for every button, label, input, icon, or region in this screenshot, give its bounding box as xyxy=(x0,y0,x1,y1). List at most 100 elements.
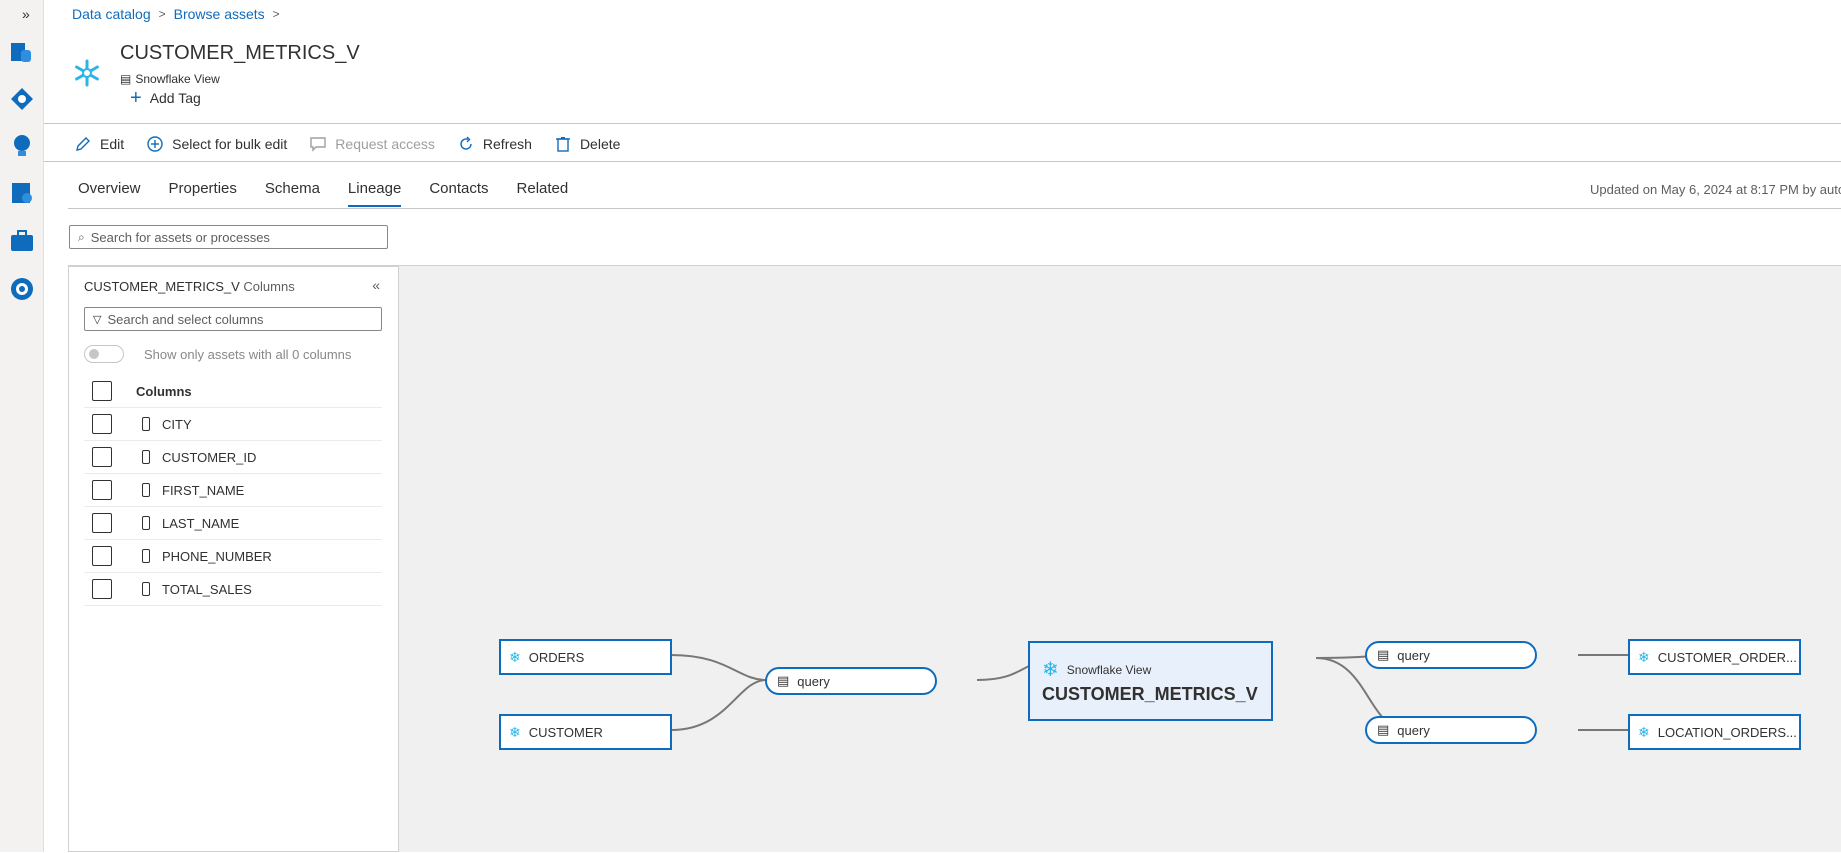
data-catalog-icon[interactable] xyxy=(9,86,35,112)
column-name: CITY xyxy=(162,416,192,432)
columns-header-row: Columns xyxy=(84,375,382,408)
column-icon xyxy=(142,549,150,563)
node-label: CUSTOMER xyxy=(528,724,603,740)
search-icon: ⌕ xyxy=(78,229,85,244)
page-title: CUSTOMER_METRICS_V xyxy=(120,42,360,64)
request-access-button[interactable]: Request access xyxy=(309,135,435,153)
divider xyxy=(44,123,1841,124)
node-label: query xyxy=(1397,647,1430,663)
column-checkbox[interactable] xyxy=(92,414,112,434)
delete-label: Delete xyxy=(579,136,621,152)
add-tag-label: Add Tag xyxy=(149,90,201,106)
show-only-toggle-row: Show only assets with all 0 columns xyxy=(84,345,351,363)
column-icon xyxy=(142,450,150,464)
center-node-type-label: Snowflake View xyxy=(1066,662,1152,677)
lineage-node-customer[interactable]: ❄ CUSTOMER xyxy=(499,714,672,750)
node-label: LOCATION_ORDERS... xyxy=(1657,724,1797,740)
columns-table: Columns CITY CUSTOMER_ID FIRST_NAME xyxy=(84,375,382,606)
breadcrumb-browse-assets[interactable]: Browse assets xyxy=(173,6,265,22)
pencil-icon xyxy=(76,137,90,151)
lineage-process-query-out-2[interactable]: ▤ query xyxy=(1365,716,1537,744)
panel-title-sub: Columns xyxy=(243,279,295,294)
add-tag-button[interactable]: + Add Tag xyxy=(130,88,201,108)
lineage-node-location-orders[interactable]: ❄ LOCATION_ORDERS... xyxy=(1628,714,1801,750)
column-name: TOTAL_SALES xyxy=(162,581,252,597)
lineage-node-orders[interactable]: ❄ ORDERS xyxy=(499,639,672,675)
column-search-input[interactable] xyxy=(107,311,368,327)
column-search: ▽ xyxy=(84,307,382,331)
data-map-icon[interactable] xyxy=(9,40,35,66)
delete-button[interactable]: Delete xyxy=(554,135,620,153)
policy-icon[interactable] xyxy=(9,180,35,206)
node-label: ORDERS xyxy=(528,649,585,665)
tab-bar: Overview Properties Schema Lineage Conta… xyxy=(78,180,568,207)
snowflake-icon: ❄ xyxy=(509,723,521,740)
lineage-search: ⌕ xyxy=(69,225,388,249)
column-checkbox[interactable] xyxy=(92,513,112,533)
tab-overview[interactable]: Overview xyxy=(78,180,141,197)
lineage-search-input[interactable] xyxy=(90,229,371,245)
privacy-icon[interactable] xyxy=(9,276,35,302)
column-name: PHONE_NUMBER xyxy=(162,548,272,564)
toolbar: Edit Select for bulk edit Request access… xyxy=(74,132,620,156)
column-checkbox[interactable] xyxy=(92,480,112,500)
refresh-icon xyxy=(460,136,472,150)
refresh-button[interactable]: Refresh xyxy=(457,135,532,153)
select-all-checkbox[interactable] xyxy=(92,381,112,401)
columns-panel: CUSTOMER_METRICS_V Columns « ▽ Show only… xyxy=(68,266,399,852)
snowflake-icon xyxy=(75,59,99,87)
tab-lineage[interactable]: Lineage xyxy=(347,180,402,207)
columns-header: Columns xyxy=(136,383,192,399)
column-checkbox[interactable] xyxy=(92,579,112,599)
column-icon xyxy=(142,417,150,431)
center-node-type: ❄ Snowflake View xyxy=(1042,657,1151,682)
tab-contacts[interactable]: Contacts xyxy=(429,180,489,197)
column-name: FIRST_NAME xyxy=(162,482,245,498)
edge-orders-query xyxy=(670,654,767,681)
main-content: Data catalog > Browse assets > CUSTOMER_… xyxy=(44,0,1841,852)
asset-type-label: Snowflake View xyxy=(135,72,220,86)
tab-schema[interactable]: Schema xyxy=(264,180,320,197)
column-name: CUSTOMER_ID xyxy=(162,449,257,465)
breadcrumb-data-catalog[interactable]: Data catalog xyxy=(72,6,151,22)
management-icon[interactable] xyxy=(9,228,35,254)
tab-properties[interactable]: Properties xyxy=(168,180,237,197)
collapse-panel-icon[interactable]: « xyxy=(372,277,380,293)
edit-label: Edit xyxy=(100,136,125,152)
divider xyxy=(68,208,1841,209)
column-icon xyxy=(142,483,150,497)
select-for-bulk-edit-button[interactable]: Select for bulk edit xyxy=(146,135,287,153)
column-icon xyxy=(142,516,150,530)
show-only-toggle[interactable] xyxy=(84,345,124,363)
column-row: PHONE_NUMBER xyxy=(84,540,382,573)
edit-button[interactable]: Edit xyxy=(74,135,124,153)
node-label: query xyxy=(1397,722,1430,738)
column-row: LAST_NAME xyxy=(84,507,382,540)
column-row: CUSTOMER_ID xyxy=(84,441,382,474)
request-access-label: Request access xyxy=(335,136,435,152)
column-row: TOTAL_SALES xyxy=(84,573,382,606)
insights-icon[interactable] xyxy=(9,133,35,159)
lineage-canvas[interactable]: CUSTOMER_METRICS_V Columns « ▽ Show only… xyxy=(68,265,1841,852)
view-icon: ▤ xyxy=(120,72,132,86)
tab-related[interactable]: Related xyxy=(516,180,569,197)
snowflake-icon: ❄ xyxy=(1638,723,1650,740)
expand-nav-icon[interactable]: » xyxy=(22,6,30,22)
column-checkbox[interactable] xyxy=(92,447,112,467)
panel-asset-name: CUSTOMER_METRICS_V xyxy=(84,279,240,294)
bulk-edit-label: Select for bulk edit xyxy=(172,136,288,152)
snowflake-icon: ❄ xyxy=(1638,648,1650,665)
divider xyxy=(44,161,1841,162)
column-checkbox[interactable] xyxy=(92,546,112,566)
lineage-edges xyxy=(670,266,1841,853)
document-icon: ▤ xyxy=(1377,647,1390,662)
left-rail: » xyxy=(0,0,44,852)
lineage-process-query-in[interactable]: ▤ query xyxy=(765,667,937,695)
breadcrumb: Data catalog > Browse assets > xyxy=(72,6,280,22)
lineage-node-customer-order[interactable]: ❄ CUSTOMER_ORDER... xyxy=(1628,639,1801,675)
column-row: CITY xyxy=(84,408,382,441)
document-icon: ▤ xyxy=(1377,722,1390,737)
chevron-right-icon: > xyxy=(272,7,280,21)
lineage-node-current-asset[interactable]: ❄ Snowflake View CUSTOMER_METRICS_V xyxy=(1028,641,1273,721)
lineage-process-query-out-1[interactable]: ▤ query xyxy=(1365,641,1537,669)
